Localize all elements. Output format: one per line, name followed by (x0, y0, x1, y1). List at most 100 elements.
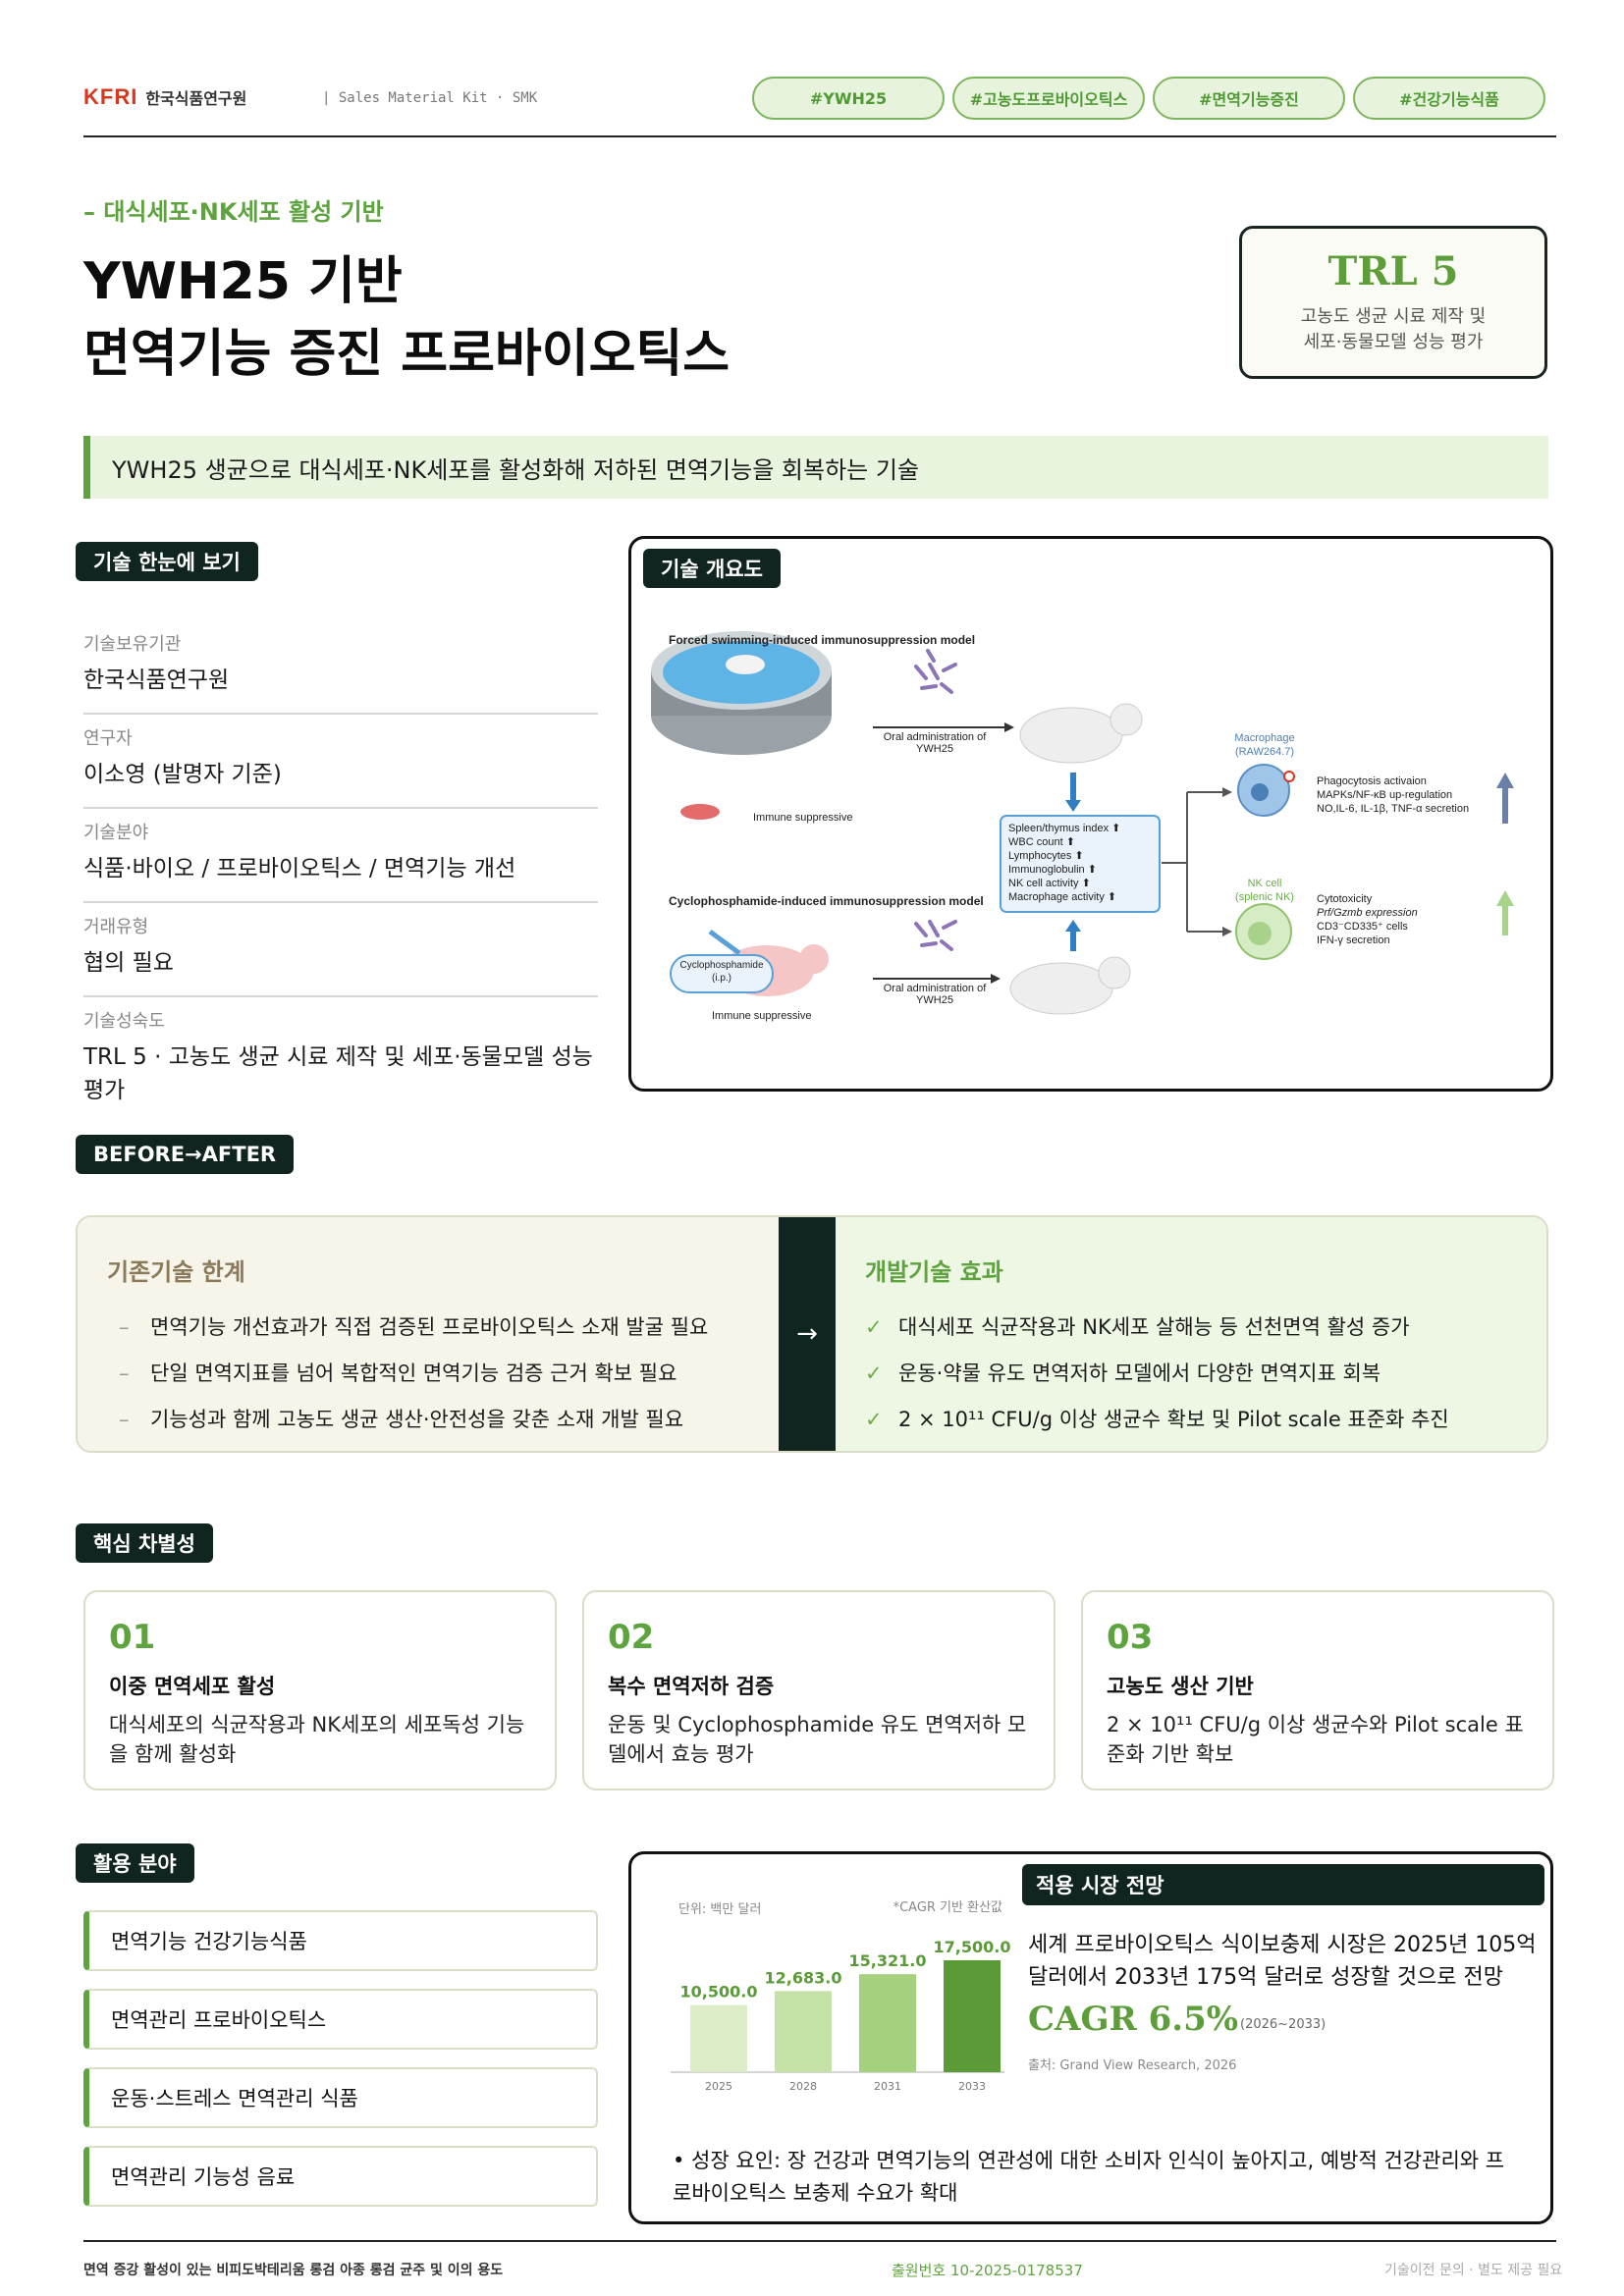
before-title: 기존기술 한계 (107, 1258, 245, 1286)
immune-suppressive-label: Immune suppressive (753, 812, 853, 824)
bar-2031 (859, 1974, 916, 2072)
index-item: Immunoglobulin ⬆ (1008, 864, 1097, 876)
card-title: 이중 면역세포 활성 (109, 1675, 276, 1698)
overview-diagram (651, 631, 1514, 1015)
info-item: 거래유형 협의 필요 (83, 903, 598, 997)
bar-2025 (690, 2004, 747, 2072)
arrow-head (991, 974, 1001, 984)
logo-org: 한국식품연구원 (145, 89, 247, 108)
kit-label: | Sales Material Kit · SMK (322, 90, 538, 106)
application-item: 면역관리 프로바이오틱스 (83, 1989, 598, 2050)
macrophage-effect: NO,IL-6, IL-1β, TNF-α secretion (1317, 803, 1470, 815)
application-item: 면역기능 건강기능식품 (83, 1910, 598, 1971)
info-item: 기술보유기관 한국식품연구원 (83, 620, 598, 715)
dash-icon: – (119, 1408, 130, 1431)
trl-desc: 고농도 생균 시료 제작 및 세포·동물모델 성능 평가 (1242, 304, 1544, 355)
tag-health-food: #건강기능식품 (1353, 77, 1545, 120)
bar-category-label: 2033 (958, 2080, 986, 2093)
macrophage-effects: Phagocytosis activaion MAPKs/NF-κB up-re… (1317, 774, 1469, 816)
differentiator-cards: 01 이중 면역세포 활성 대식세포의 식균작용과 NK세포의 세포독성 기능을… (83, 1590, 1554, 1790)
index-item: Spleen/thymus index ⬆ (1008, 823, 1121, 834)
trl-value: TRL 5 (1327, 248, 1459, 294)
index-item: Macrophage activity ⬆ (1008, 891, 1117, 903)
cyclophosphamide-route: (i.p.) (712, 973, 731, 984)
info-item: 기술성숙도 TRL 5 · 고농도 생균 시료 제작 및 세포·동물모델 성능 … (83, 997, 598, 1123)
info-label: 기술성숙도 (83, 1011, 165, 1032)
bacteria-icon (914, 920, 957, 951)
nk-effect: CD3⁻CD335⁺ cells (1317, 921, 1408, 933)
nk-effect: IFN-γ secretion (1317, 934, 1390, 946)
bar-value-label: 12,683.0 (765, 1968, 842, 1987)
header-logo: KFRI 한국식품연구원 (83, 84, 246, 110)
after-title: 개발기술 효과 (865, 1258, 1003, 1286)
info-item: 기술분야 식품·바이오 / 프로바이오틱스 / 면역기능 개선 (83, 809, 598, 903)
swimming-mouse (726, 655, 765, 674)
section-differentiators-heading: 핵심 차별성 (76, 1523, 213, 1563)
treated-mouse (1009, 962, 1113, 1015)
after-item: ✓대식세포 식균작용과 NK세포 살해능 등 선천면역 활성 증가 (865, 1305, 1517, 1351)
section-applications-heading: 활용 분야 (76, 1843, 194, 1883)
bacteria-icon (914, 649, 957, 694)
before-item: –단일 면역지표를 넘어 복합적인 면역기능 검증 근거 확보 필요 (107, 1351, 749, 1397)
info-item: 연구자 이소영 (발명자 기준) (83, 715, 598, 809)
card-number: 03 (1107, 1618, 1154, 1657)
treated-mouse (1019, 707, 1123, 764)
suppressed-mouse (680, 804, 720, 820)
footer-patent-title: 면역 증강 활성이 있는 비피도박테리움 롱검 아종 롱검 균주 및 이의 용도 (83, 2263, 504, 2278)
cyclophosphamide-name: Cyclophosphamide (679, 960, 764, 971)
tag-probiotics: #고농도프로바이오틱스 (952, 77, 1145, 120)
info-value: 한국식품연구원 (83, 667, 230, 693)
info-label: 기술분야 (83, 823, 149, 843)
info-value: 이소영 (발명자 기준) (83, 762, 282, 787)
arrow-right-icon: → (779, 1217, 836, 1451)
application-item: 면역관리 기능성 음료 (83, 2146, 598, 2207)
footer-contact: 기술이전 문의 · 별도 제공 필요 (1384, 2263, 1563, 2278)
bar-value-label: 17,500.0 (934, 1938, 1011, 1956)
treated-mouse-head (1110, 703, 1143, 736)
before-item: –면역기능 개선효과가 직접 검증된 프로바이오틱스 소재 발굴 필요 (107, 1305, 749, 1351)
dash-icon: – (119, 1362, 130, 1385)
bar-category-label: 2025 (705, 2080, 732, 2093)
cagr-range: (2026~2033) (1240, 2017, 1326, 2032)
info-label: 연구자 (83, 728, 133, 749)
footer-divider (83, 2240, 1556, 2242)
bar-value-label: 15,321.0 (849, 1951, 927, 1970)
bracket-head (1222, 927, 1232, 936)
market-source: 출처: Grand View Research, 2026 (1028, 2058, 1237, 2073)
check-icon: ✓ (865, 1315, 883, 1339)
dash-icon: – (119, 1315, 130, 1339)
macrophage-label-line-1: Macrophage (1234, 732, 1295, 744)
nk-effects: Cytotoxicity Prf/Gzmb expression CD3⁻CD3… (1317, 892, 1418, 947)
market-heading: 적용 시장 전망 (1022, 1864, 1544, 1905)
check-icon: ✓ (865, 1408, 883, 1431)
differentiator-card: 02 복수 면역저하 검증 운동 및 Cyclophosphamide 유도 면… (582, 1590, 1056, 1790)
tag-immune: #면역기능증진 (1153, 77, 1345, 120)
info-value: 협의 필요 (83, 950, 174, 976)
index-box (1000, 815, 1161, 913)
bar-value-label: 10,500.0 (680, 1983, 758, 2002)
index-item: WBC count ⬆ (1008, 836, 1075, 848)
nk-label-line-1: NK cell (1247, 878, 1282, 889)
nk-label-line-2: (splenic NK) (1235, 891, 1294, 903)
card-desc: 대식세포의 식균작용과 NK세포의 세포독성 기능을 함께 활성화 (109, 1713, 525, 1766)
card-desc: 운동 및 Cyclophosphamide 유도 면역저하 모델에서 효능 평가 (608, 1713, 1027, 1766)
treated-mouse-head (1098, 956, 1131, 989)
after-column: 개발기술 효과 ✓대식세포 식균작용과 NK세포 살해능 등 선천면역 활성 증… (836, 1217, 1546, 1451)
differentiator-card: 03 고농도 생산 기반 2 × 10¹¹ CFU/g 이상 생균수와 Pilo… (1081, 1590, 1554, 1790)
trl-box: TRL 5 고농도 생균 시료 제작 및 세포·동물모델 성능 평가 (1239, 226, 1547, 379)
model1-title: Forced swimming-induced immunosuppressio… (669, 633, 976, 647)
card-number: 01 (109, 1618, 156, 1657)
tag-ywh25: #YWH25 (752, 77, 945, 120)
info-label: 거래유형 (83, 917, 149, 937)
macrophage-effect: MAPKs/NF-κB up-regulation (1317, 789, 1453, 801)
eyebrow: – 대식세포·NK세포 활성 기반 (83, 198, 384, 226)
nk-effect: Cytotoxicity (1317, 893, 1373, 905)
section-glance-heading: 기술 한눈에 보기 (76, 542, 258, 581)
index-item: Lymphocytes ⬆ (1008, 850, 1084, 862)
cyclophosphamide-label: Cyclophosphamide (i.p.) (671, 959, 773, 985)
trl-desc-line-1: 고농도 생균 시료 제작 및 (1300, 306, 1487, 327)
increase-arrow-head (1496, 773, 1514, 788)
before-column: 기존기술 한계 –면역기능 개선효과가 직접 검증된 프로바이오틱스 소재 발굴… (78, 1217, 779, 1451)
bracket-head (1222, 787, 1232, 797)
